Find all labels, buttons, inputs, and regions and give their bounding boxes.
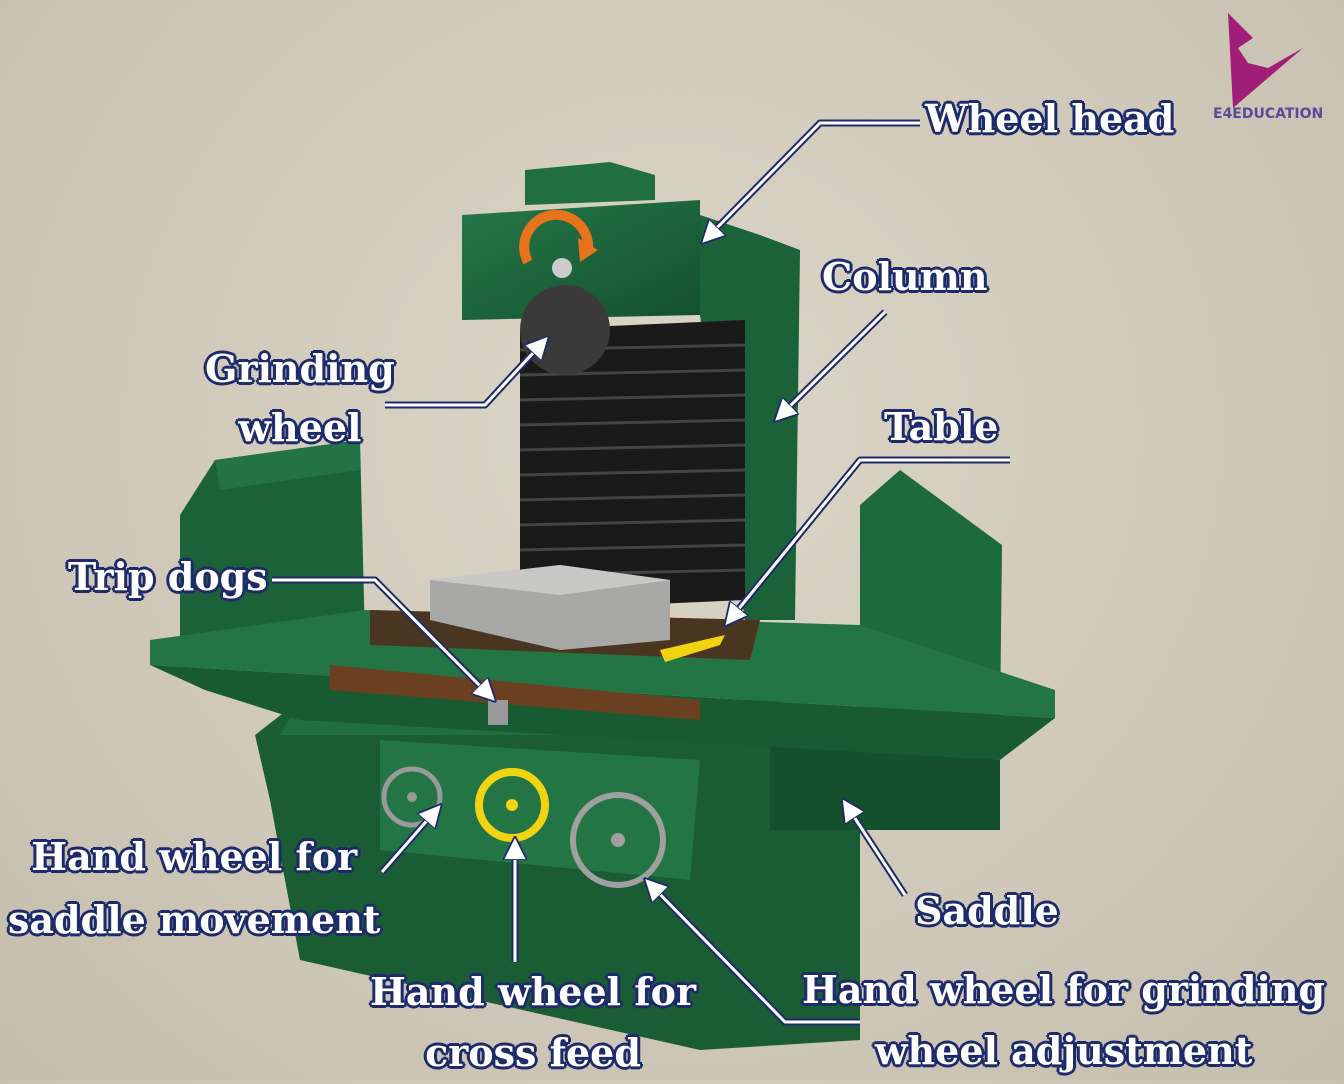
label-cross-feed-hand-wheel: Hand wheel for cross feed xyxy=(370,962,696,1084)
label-grinding-adjust-hand-wheel: Hand wheel for grinding wheel adjustment xyxy=(802,960,1325,1082)
label-line: cross feed xyxy=(425,1029,641,1075)
label-wheel-head: Wheel head xyxy=(925,96,1175,141)
label-line: Grinding xyxy=(205,346,395,391)
label-saddle: Saddle xyxy=(915,888,1059,933)
label-line: Hand wheel for grinding xyxy=(802,967,1326,1012)
label-line: saddle movement xyxy=(8,896,381,942)
saddle-hand-wheel xyxy=(381,766,443,828)
grinding-adjust-hand-wheel xyxy=(570,792,666,888)
leader-arrows xyxy=(272,119,1010,1026)
label-line: wheel adjustment xyxy=(874,1027,1253,1073)
e4education-logo xyxy=(1228,13,1303,108)
label-line: wheel xyxy=(238,404,362,450)
machine-base xyxy=(255,700,1000,1050)
label-column: Column xyxy=(822,254,988,299)
label-grinding-wheel: Grinding wheel xyxy=(205,340,395,458)
label-line: Hand wheel for xyxy=(31,834,358,879)
label-table: Table xyxy=(884,404,999,449)
label-trip-dogs: Trip dogs xyxy=(68,554,268,599)
logo-text: E4EDUCATION xyxy=(1213,106,1324,122)
table xyxy=(150,565,1055,760)
label-line: Hand wheel for xyxy=(370,969,697,1014)
column xyxy=(519,215,800,620)
left-splash-guard xyxy=(180,440,365,645)
label-saddle-hand-wheel: Hand wheel for saddle movement xyxy=(8,826,380,951)
